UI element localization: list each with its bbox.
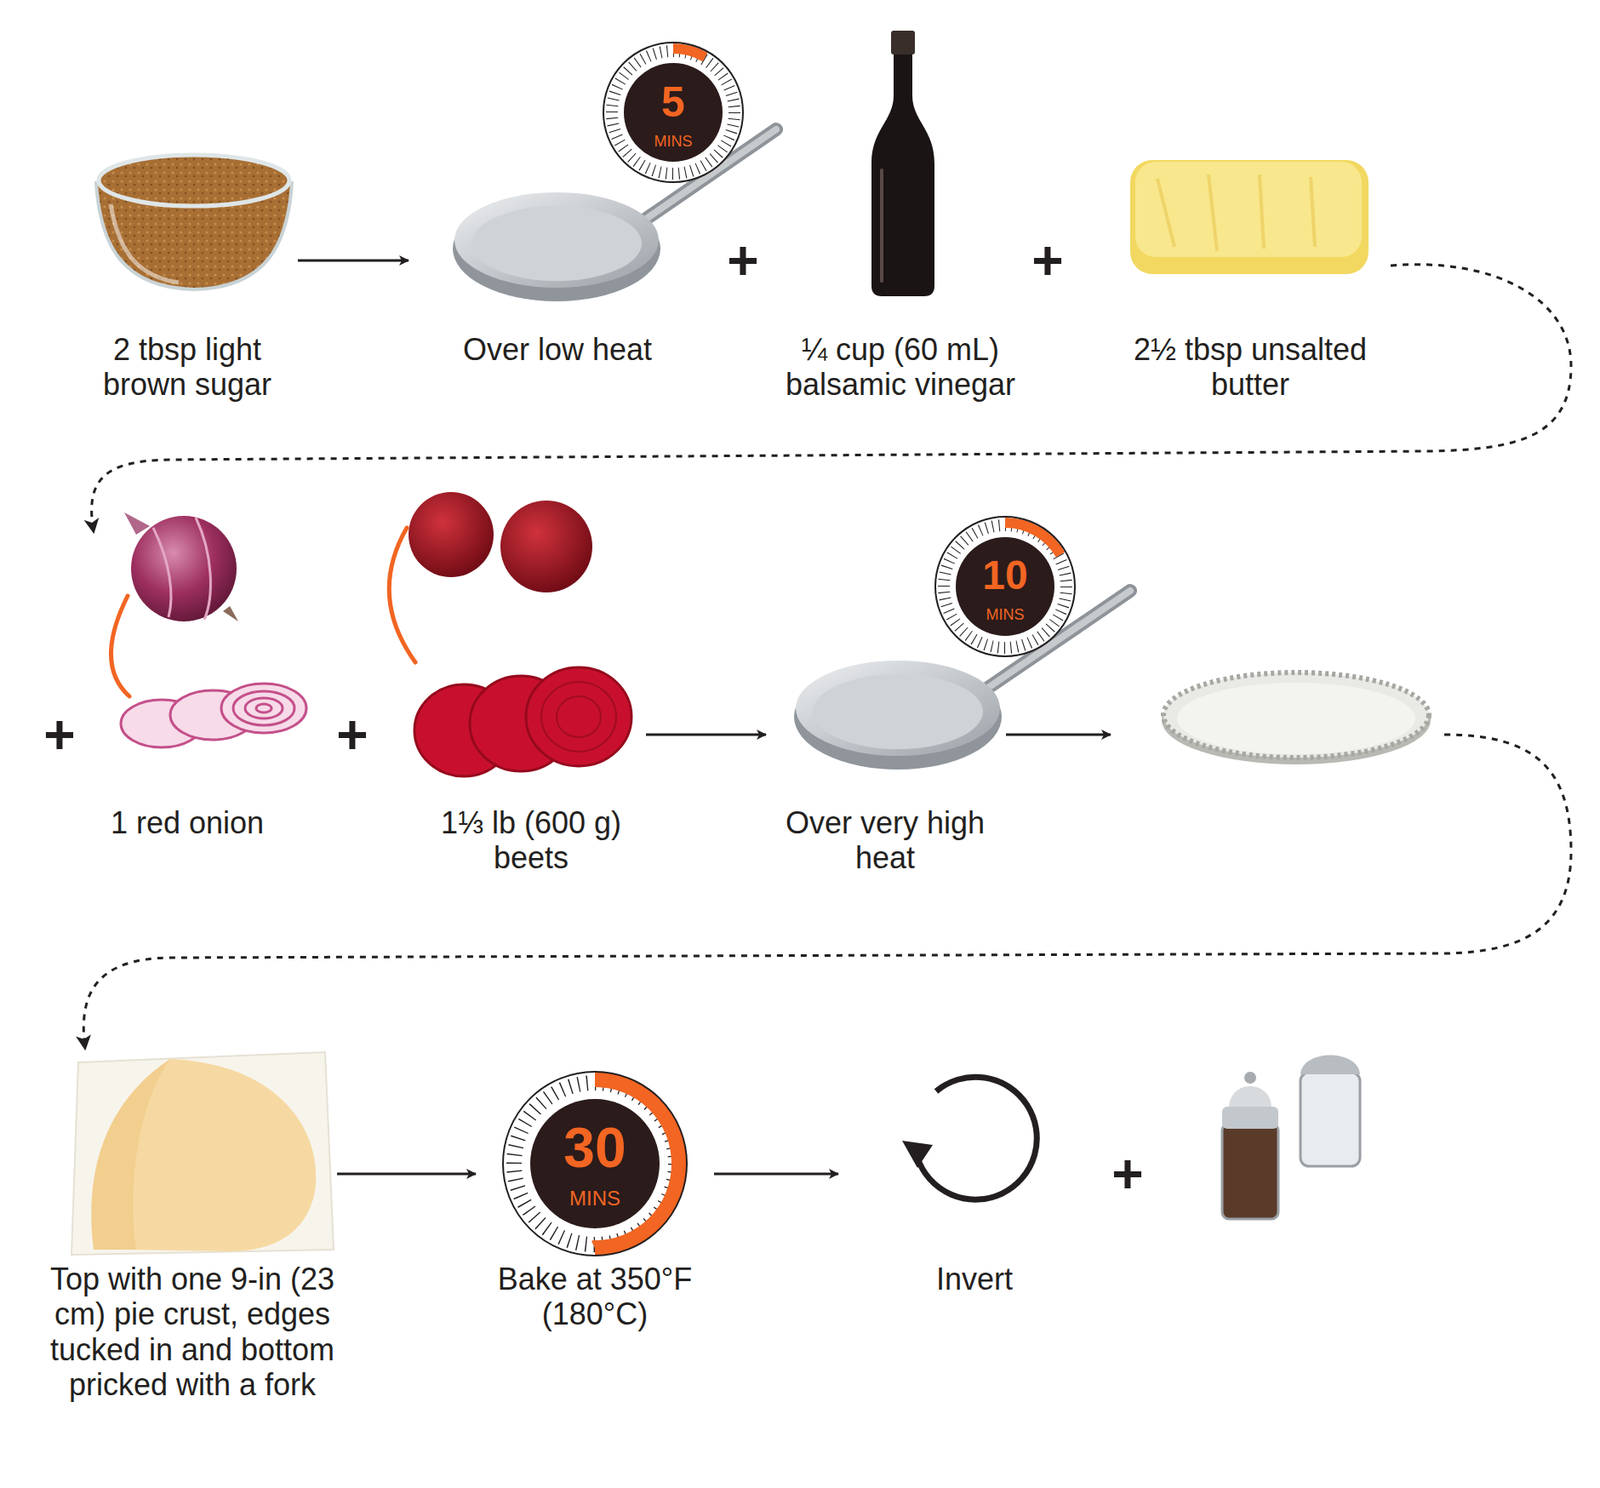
step-caption: Over low heat bbox=[408, 331, 707, 367]
step-caption: 2 tbsp light brown sugar bbox=[76, 331, 298, 403]
dashed-flow-arrow bbox=[91, 264, 1572, 532]
step-caption: Bake at 350°F (180°C) bbox=[475, 1261, 715, 1332]
dashed-flow-arrow bbox=[83, 734, 1572, 1049]
recipe-step: Invert bbox=[838, 1063, 1111, 1303]
vinegar-bottle bbox=[871, 30, 935, 297]
plus-sign: + bbox=[1031, 233, 1063, 288]
caption-block: Over very high heat bbox=[765, 805, 1005, 876]
recipe-step: ¼ cup (60 mL) balsamic vinegar bbox=[764, 127, 1037, 408]
timer-label: 5 bbox=[661, 80, 686, 124]
flow-arrow bbox=[297, 259, 409, 263]
flow-arrow bbox=[1005, 733, 1111, 737]
timer-icon bbox=[502, 1071, 687, 1256]
caption-block: 2 tbsp light brown sugar bbox=[76, 331, 298, 403]
timer-label: MINS bbox=[569, 1188, 621, 1209]
step-caption: Invert bbox=[838, 1261, 1111, 1297]
caption-block: Over low heat bbox=[408, 331, 707, 367]
caption-block: 1 red onion bbox=[76, 805, 298, 840]
flow-arrow bbox=[337, 1172, 476, 1176]
step-caption: 1 red onion bbox=[76, 805, 298, 840]
brown-sugar-bowl bbox=[96, 154, 292, 290]
step-caption: ¼ cup (60 mL) balsamic vinegar bbox=[764, 331, 1037, 403]
red-onion bbox=[110, 512, 307, 748]
caption-block: Invert bbox=[838, 1261, 1111, 1297]
caption-block: 2½ tbsp unsalted butter bbox=[1109, 331, 1391, 403]
plus-sign: + bbox=[43, 707, 75, 762]
tart-pan bbox=[1161, 672, 1431, 765]
caption-block: ¼ cup (60 mL) balsamic vinegar bbox=[764, 331, 1037, 403]
timer-label: MINS bbox=[986, 606, 1025, 623]
caption-block: 1⅓ lb (600 g) beets bbox=[416, 805, 646, 876]
step-caption: Over very high heat bbox=[765, 805, 1005, 876]
timer-label: 30 bbox=[563, 1119, 626, 1176]
plus-sign: + bbox=[336, 707, 368, 762]
timer-icon bbox=[935, 516, 1075, 657]
recipe-step: Top with one 9-in (23 cm) pie crust, edg… bbox=[47, 1051, 338, 1408]
recipe-step: 1⅓ lb (600 g) beets bbox=[416, 531, 646, 881]
timer-icon bbox=[603, 42, 743, 183]
flow-arrow bbox=[714, 1172, 839, 1176]
butter-block bbox=[1130, 160, 1369, 275]
recipe-step: 2½ tbsp unsalted butter bbox=[1109, 127, 1391, 408]
recipe-step: Over very high heat bbox=[765, 531, 1005, 881]
plus-sign: + bbox=[1111, 1146, 1143, 1201]
caption-block: Bake at 350°F (180°C) bbox=[475, 1261, 715, 1332]
flow-arrow bbox=[645, 733, 766, 737]
step-caption: 2½ tbsp unsalted butter bbox=[1109, 331, 1391, 403]
invert-symbol bbox=[902, 1076, 1037, 1200]
caption-block: Top with one 9-in (23 cm) pie crust, edg… bbox=[47, 1261, 338, 1403]
recipe-step: 1 red onion bbox=[76, 531, 298, 846]
timer-label: 10 bbox=[982, 554, 1028, 596]
step-caption: Top with one 9-in (23 cm) pie crust, edg… bbox=[47, 1261, 338, 1403]
step-caption: 1⅓ lb (600 g) beets bbox=[416, 805, 646, 876]
timer-label: MINS bbox=[654, 133, 693, 149]
plus-sign: + bbox=[726, 233, 759, 288]
recipe-step: 2 tbsp light brown sugar bbox=[76, 127, 298, 408]
recipe-step: Over low heat bbox=[408, 127, 707, 373]
pie-crust bbox=[71, 1051, 334, 1255]
salt-and-pepper bbox=[1222, 1055, 1360, 1220]
beets bbox=[388, 491, 632, 777]
